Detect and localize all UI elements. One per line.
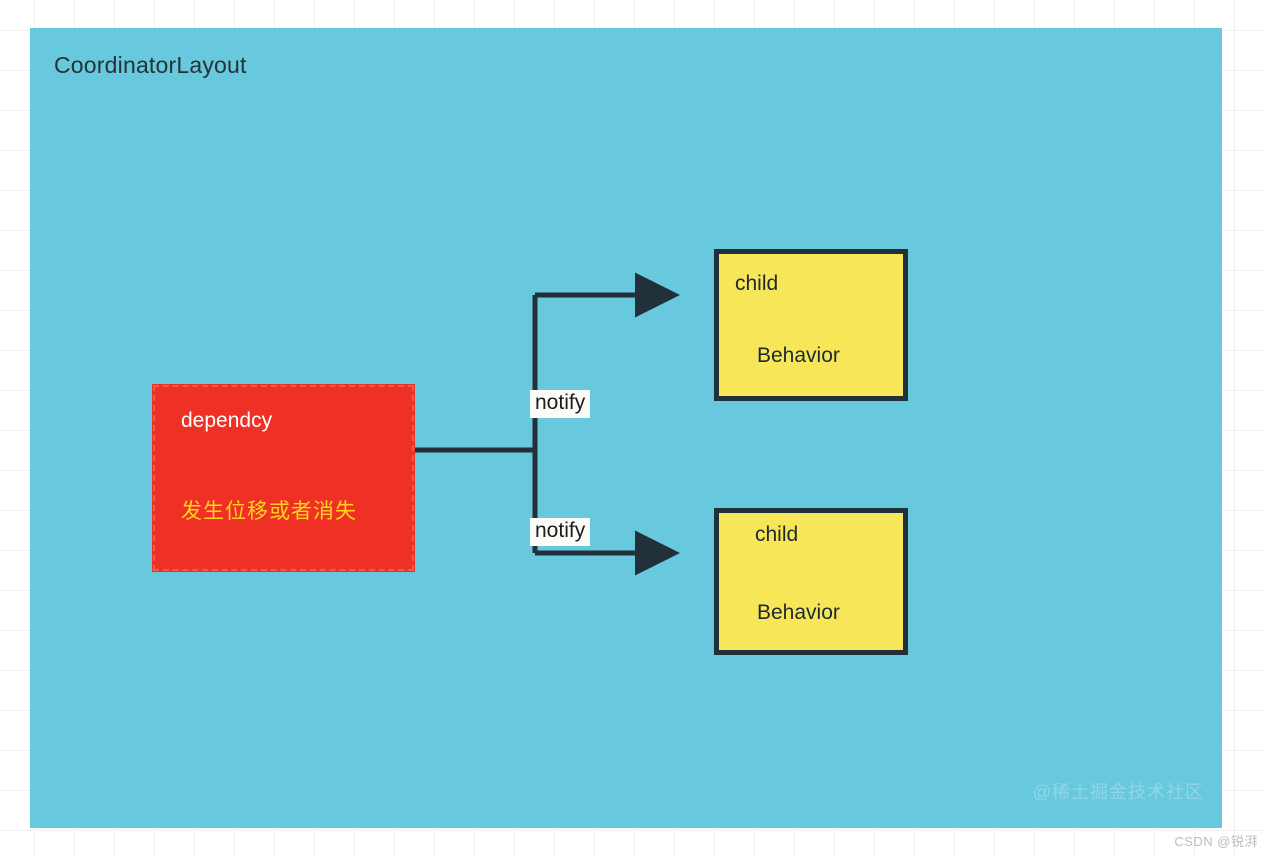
edge-label-notify-2: notify xyxy=(530,518,591,547)
coordinator-layout-panel: CoordinatorLayout dependcy 发生位移或者消失 chil xyxy=(30,28,1222,828)
dependcy-node-note: 发生位移或者消失 xyxy=(181,500,357,523)
community-watermark: @稀土掘金技术社区 xyxy=(1032,782,1204,802)
dependcy-node-label: dependcy xyxy=(181,409,273,432)
child-node-1[interactable]: child Behavior xyxy=(714,249,908,401)
child-node-2-title: child xyxy=(755,523,799,546)
child-node-2-behavior: Behavior xyxy=(757,601,840,624)
dependcy-node[interactable]: dependcy 发生位移或者消失 xyxy=(152,384,415,572)
edge-label-notify-1: notify xyxy=(530,390,591,419)
child-node-1-title: child xyxy=(735,272,779,295)
child-node-2[interactable]: child Behavior xyxy=(714,508,908,655)
coordinator-layout-title: CoordinatorLayout xyxy=(54,52,247,78)
csdn-watermark: CSDN @锐湃 xyxy=(1174,834,1258,849)
child-node-1-behavior: Behavior xyxy=(757,344,840,367)
